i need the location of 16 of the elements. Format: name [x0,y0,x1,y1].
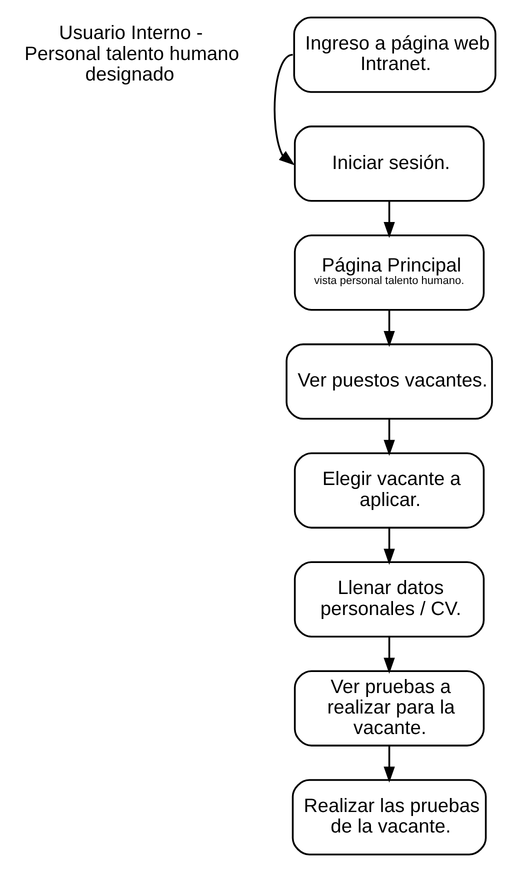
arrow [274,53,295,165]
arrow [384,418,395,456]
node-box: Ver pruebas a realizar para la vacante. [294,670,485,746]
arrow [384,527,395,564]
node-box: Ingreso a página web Intranet. [293,16,496,92]
node-box: Realizar las pruebas de la vacante. [292,778,487,855]
node-box: Llenar datos personales / CV. [294,560,485,638]
node-box: Elegir vacante a aplicar. [294,452,485,528]
arrow [384,636,395,674]
node-box: Página Principal vista personal talento humano. [294,234,485,310]
arrow [384,745,395,782]
arrow [384,309,395,346]
node-box: Ver puestos vacantes. [286,342,493,420]
label: Usuario Interno - Personal talento humano designado [24,22,240,86]
arrow [384,200,395,238]
node-box: Iniciar sesión. [294,125,485,202]
